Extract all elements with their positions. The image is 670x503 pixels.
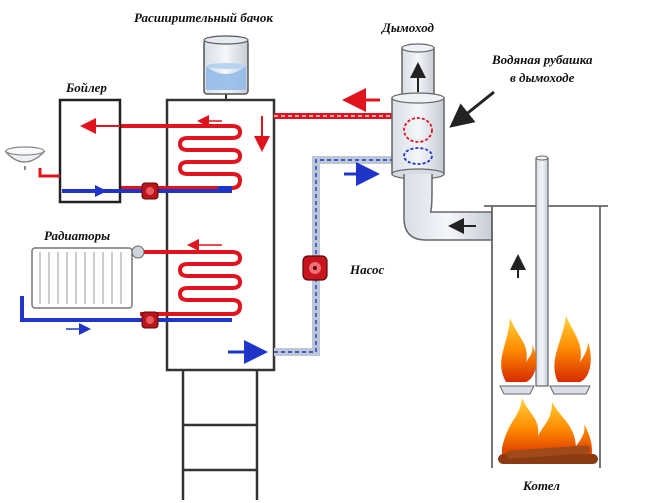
furnace xyxy=(484,155,608,468)
cold-line-to-jacket xyxy=(274,156,395,356)
firewood-icon xyxy=(498,398,598,464)
tank-stand xyxy=(181,370,259,500)
label-chimney: Дымоход xyxy=(382,20,434,35)
radiator-icon xyxy=(31,247,133,309)
flame-left-icon xyxy=(501,318,537,382)
label-water-jacket-line1: Водяная рубашка xyxy=(492,52,593,67)
radiator-pump-icon xyxy=(141,311,159,329)
circulation-pump-icon xyxy=(302,255,328,281)
sink-pipe xyxy=(38,168,60,178)
sink-icon xyxy=(4,146,46,170)
label-radiators: Радиаторы xyxy=(44,228,111,243)
lower-coil xyxy=(140,250,243,316)
expansion-tank xyxy=(203,35,249,100)
label-water-jacket-line2: в дымоходе xyxy=(510,70,575,85)
radiator-return xyxy=(20,296,150,322)
label-boiler: Бойлер xyxy=(66,80,107,95)
jacket-pointer-arrow xyxy=(449,90,495,128)
upper-coil xyxy=(120,124,243,190)
flame-right-icon xyxy=(554,316,591,382)
chimney xyxy=(401,43,435,99)
flue-pipe xyxy=(403,174,493,241)
radiator-valve xyxy=(131,245,145,259)
label-furnace: Котел xyxy=(523,478,560,493)
label-pump: Насос xyxy=(350,262,385,277)
boiler-pump-icon xyxy=(141,182,159,200)
label-expansion-tank: Расширительный бачок xyxy=(134,10,273,25)
chimney-water-jacket xyxy=(391,92,445,180)
boiler-tank xyxy=(58,98,122,204)
